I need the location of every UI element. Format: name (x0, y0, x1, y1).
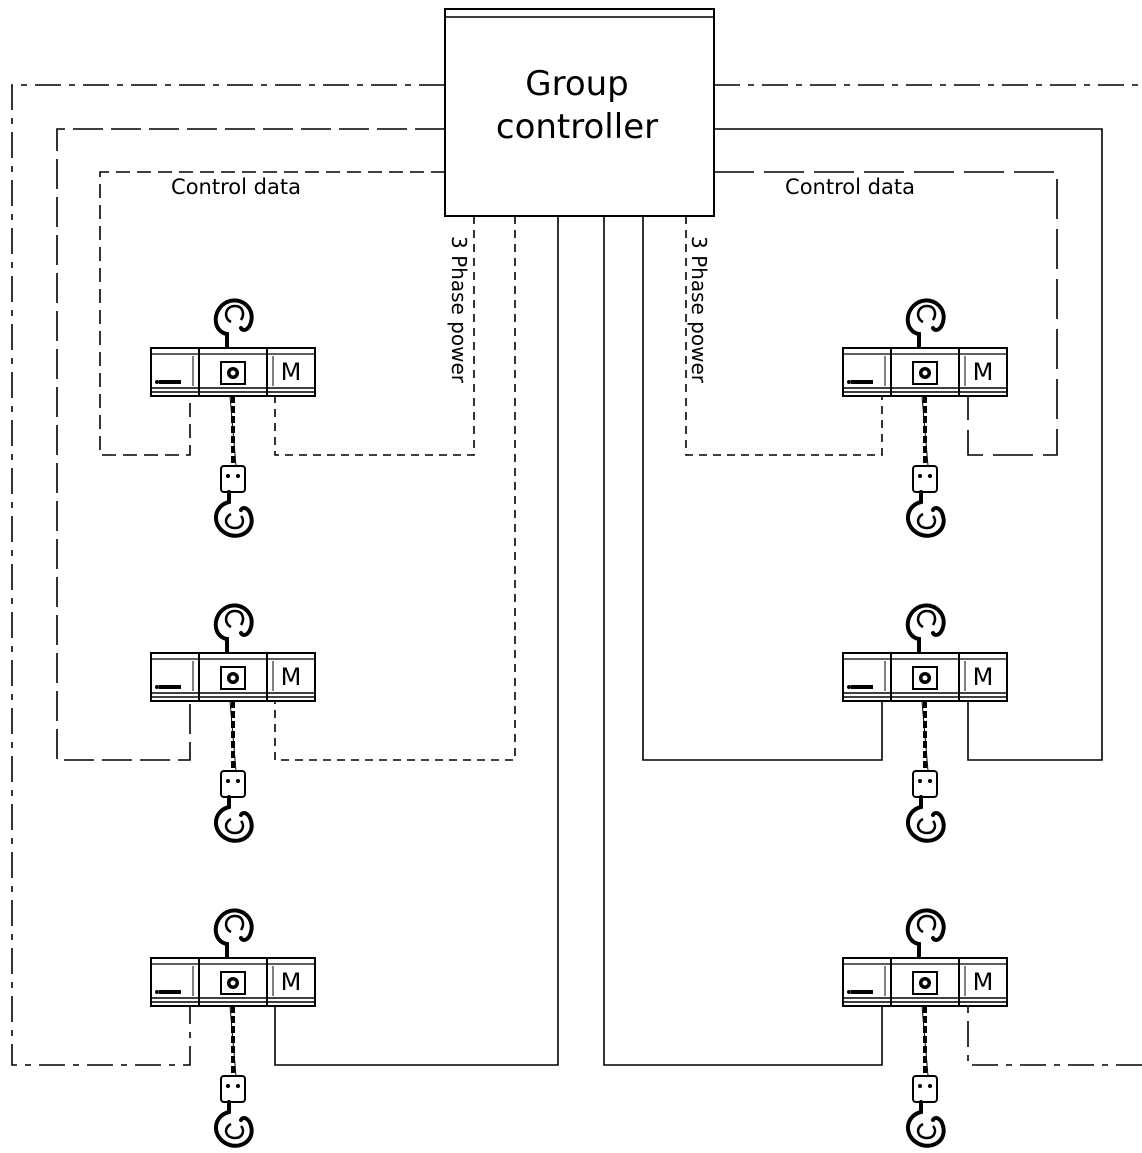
controller-title-line1: Group (525, 64, 629, 104)
power-line-left-2 (274, 216, 516, 761)
hoist-right-3: M (841, 908, 1009, 1148)
control-data-label-left: Control data (171, 175, 301, 199)
hoist-left-2: M (149, 603, 317, 843)
control-line-left-3 (11, 84, 445, 1066)
motor-label: M (973, 358, 994, 386)
motor-label: M (973, 663, 994, 691)
power-label-right: 3 Phase power (687, 236, 711, 384)
hoist-right-2: M (841, 603, 1009, 843)
control-line-left-1 (99, 171, 445, 456)
group-controller: Group controller (444, 8, 715, 217)
control-line-right-1 (714, 171, 1058, 456)
motor-label: M (281, 358, 302, 386)
hoist-left-3: M (149, 908, 317, 1148)
hoist-right-1: M (841, 298, 1009, 538)
motor-label: M (973, 968, 994, 996)
power-line-right-1 (685, 216, 883, 456)
power-label-left: 3 Phase power (447, 236, 471, 384)
power-line-right-2 (642, 216, 883, 761)
control-data-label-right: Control data (785, 175, 915, 199)
power-line-left-1 (274, 216, 475, 456)
hoist-left-1: M (149, 298, 317, 538)
control-line-right-3 (714, 84, 1142, 1066)
power-line-left-3 (274, 216, 559, 1066)
power-line-right-3 (603, 216, 883, 1066)
motor-label: M (281, 968, 302, 996)
wiring (11, 84, 1142, 1066)
motor-label: M (281, 663, 302, 691)
control-line-right-2 (714, 128, 1103, 761)
controller-title-line2: controller (496, 107, 658, 147)
